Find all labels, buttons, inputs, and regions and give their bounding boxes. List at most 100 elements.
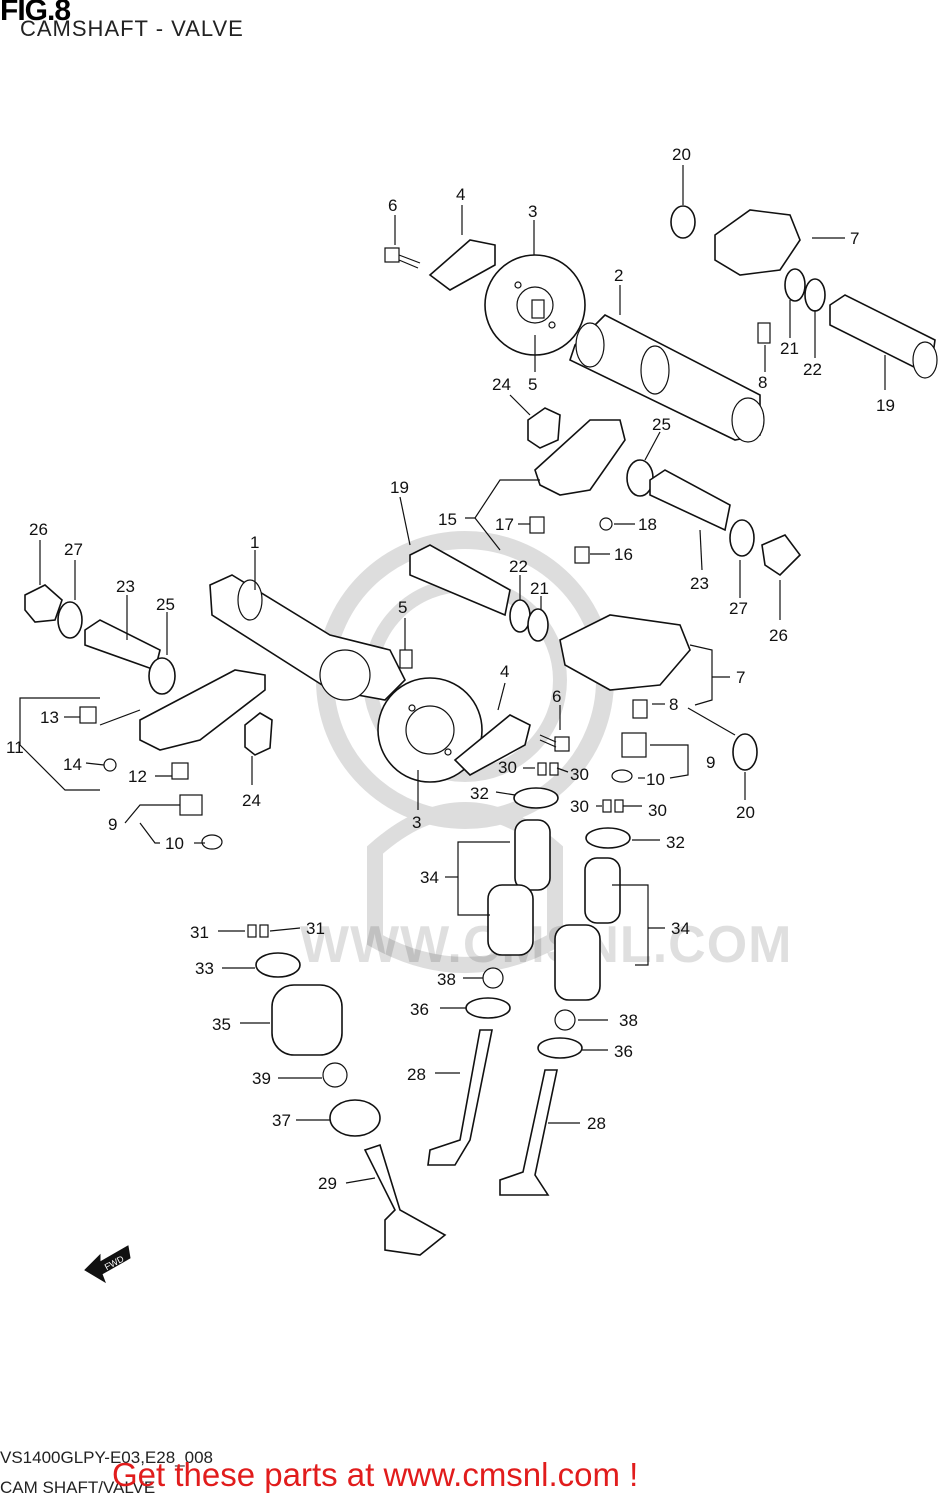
callout-15: 15 bbox=[438, 510, 457, 529]
callout-38-a: 38 bbox=[437, 970, 456, 989]
washer-25-mid bbox=[626, 459, 654, 497]
callout-5-mid: 5 bbox=[398, 598, 407, 617]
callout-23-left: 23 bbox=[116, 577, 135, 596]
washer-20-lower bbox=[732, 733, 758, 771]
washer-22-upper bbox=[804, 278, 826, 312]
washer-21-upper bbox=[784, 268, 806, 302]
callout-34-b: 34 bbox=[671, 919, 690, 938]
plate-upper bbox=[428, 239, 496, 291]
callout-20-top: 20 bbox=[672, 145, 691, 164]
valve-28-b bbox=[499, 1069, 558, 1196]
callout-2: 2 bbox=[614, 266, 623, 285]
adjuster-16 bbox=[574, 546, 590, 564]
callout-10-left: 10 bbox=[165, 834, 184, 853]
callout-12: 12 bbox=[128, 767, 147, 786]
washer-20-upper bbox=[670, 205, 696, 239]
callout-8-mid: 8 bbox=[669, 695, 678, 714]
nut-18 bbox=[599, 517, 613, 531]
washer-25-left bbox=[148, 657, 176, 695]
callout-labels: 20 6 4 3 7 2 21 22 8 19 24 5 25 26 27 23… bbox=[6, 145, 895, 1272]
valve-28-a bbox=[427, 1029, 493, 1166]
callout-4-mid: 4 bbox=[500, 662, 509, 681]
plug-26-mid bbox=[761, 534, 802, 577]
washer-21-lower bbox=[527, 608, 549, 642]
spring-34-a bbox=[487, 819, 551, 956]
callout-10-right: 10 bbox=[646, 770, 665, 789]
callout-30-a: 30 bbox=[498, 758, 517, 777]
callout-28-b: 28 bbox=[587, 1114, 606, 1133]
callout-33: 33 bbox=[195, 959, 214, 978]
retainer-32-b bbox=[585, 827, 631, 849]
rocker-arm-lower bbox=[559, 614, 691, 691]
leader-lines bbox=[19, 165, 886, 1184]
callout-30-c: 30 bbox=[570, 797, 589, 816]
callout-31-b: 31 bbox=[306, 919, 325, 938]
callout-22-mid: 22 bbox=[509, 557, 528, 576]
diagram-title: CAMSHAFT - VALVE bbox=[20, 16, 244, 41]
seal-39 bbox=[322, 1062, 348, 1088]
callout-20-mid: 20 bbox=[736, 803, 755, 822]
callout-17: 17 bbox=[495, 515, 514, 534]
callout-16: 16 bbox=[614, 545, 633, 564]
callout-24-top: 24 bbox=[492, 375, 511, 394]
callout-24-left: 24 bbox=[242, 791, 261, 810]
figure-number: FIG.8 bbox=[0, 0, 71, 27]
callout-5-top: 5 bbox=[528, 375, 537, 394]
callout-28-a: 28 bbox=[407, 1065, 426, 1084]
callout-36-a: 36 bbox=[410, 1000, 429, 1019]
valve-29 bbox=[363, 1143, 447, 1256]
callout-4-top: 4 bbox=[456, 185, 465, 204]
callout-18: 18 bbox=[638, 515, 657, 534]
seat-37 bbox=[329, 1099, 381, 1137]
callout-9-right: 9 bbox=[706, 753, 715, 772]
adjuster-12 bbox=[171, 762, 189, 780]
callout-27-mid: 27 bbox=[729, 599, 748, 618]
callout-3-top: 3 bbox=[528, 202, 537, 221]
callout-34-a: 34 bbox=[420, 868, 439, 887]
callout-9-left: 9 bbox=[108, 815, 117, 834]
callout-21-top: 21 bbox=[780, 339, 799, 358]
lifter-9-left bbox=[179, 794, 203, 816]
callout-25-mid: 25 bbox=[652, 415, 671, 434]
seat-36-a bbox=[465, 997, 511, 1019]
callout-38-b: 38 bbox=[619, 1011, 638, 1030]
callout-35: 35 bbox=[212, 1015, 231, 1034]
forward-arrow-icon bbox=[84, 1245, 131, 1284]
seat-36-b bbox=[537, 1037, 583, 1059]
shim-24-upper bbox=[527, 407, 561, 449]
spring-35 bbox=[271, 984, 343, 1056]
callout-22-top: 22 bbox=[803, 360, 822, 379]
watermark-text: WWW.CMSNL.COM bbox=[300, 916, 793, 974]
callout-13: 13 bbox=[40, 708, 59, 727]
cam-sprocket-lower bbox=[377, 677, 483, 783]
callout-7-top: 7 bbox=[850, 229, 859, 248]
plate-lower bbox=[453, 714, 531, 776]
callout-30-d: 30 bbox=[648, 801, 667, 820]
callout-32-b: 32 bbox=[666, 833, 685, 852]
cta-link[interactable]: Get these parts at www.cmsnl.com ! bbox=[112, 1456, 639, 1493]
nut-14 bbox=[103, 758, 117, 772]
rocker-arm-upper bbox=[714, 209, 801, 276]
pin-lower bbox=[399, 649, 413, 669]
screw-17 bbox=[529, 516, 545, 534]
callout-30-b: 30 bbox=[570, 765, 589, 784]
washer-27-mid bbox=[729, 519, 755, 557]
cotters-30-a bbox=[537, 762, 559, 776]
shim-24-left bbox=[244, 712, 273, 756]
pin-upper bbox=[531, 299, 545, 319]
oring-10-left bbox=[201, 834, 223, 850]
oring-10-right bbox=[611, 769, 633, 783]
lifter-9-right bbox=[621, 732, 647, 758]
callout-23-mid: 23 bbox=[690, 574, 709, 593]
bolt-upper bbox=[384, 247, 421, 269]
screw-13 bbox=[79, 706, 97, 724]
drawing-name: CAM SHAFT/VALVE bbox=[0, 1478, 156, 1497]
adjuster-8-lower bbox=[632, 699, 648, 719]
callout-26-mid: 26 bbox=[769, 626, 788, 645]
callout-3-mid: 3 bbox=[412, 813, 421, 832]
callout-25-left: 25 bbox=[156, 595, 175, 614]
seal-38-b bbox=[554, 1009, 576, 1031]
rocker-arm-11 bbox=[139, 669, 266, 751]
seal-38-a bbox=[482, 967, 504, 989]
cotters-30-b bbox=[602, 799, 624, 813]
